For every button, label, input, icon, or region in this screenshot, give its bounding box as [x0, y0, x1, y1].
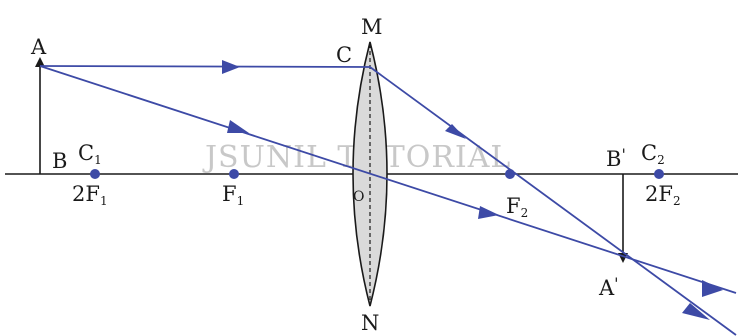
ray-parallel-arrow-1: [222, 60, 240, 74]
label-2f1: 2F1: [72, 182, 108, 208]
f2-point: [505, 169, 515, 179]
f1-point: [229, 169, 239, 179]
c2-point: [654, 169, 664, 179]
label-b: B: [52, 149, 67, 173]
ray-through-center: [39, 65, 737, 294]
label-f2: F2: [506, 194, 528, 220]
label-b-prime: B': [606, 145, 626, 171]
label-o: O: [353, 189, 364, 205]
ray-parallel: [39, 65, 737, 336]
label-m: M: [361, 15, 383, 39]
label-a-prime: A': [598, 274, 619, 300]
label-c: C: [336, 43, 352, 67]
ray-parallel-arrow-2: [445, 124, 466, 139]
c1-point: [90, 169, 100, 179]
label-c2: C2: [641, 141, 665, 167]
label-f1: F1: [222, 182, 244, 208]
label-n: N: [361, 311, 379, 335]
ray-parallel-arrow-3: [682, 303, 710, 320]
ray-center-arrow-3: [702, 280, 723, 297]
label-2f2: 2F2: [645, 182, 681, 208]
label-a: A: [30, 35, 47, 59]
ray-center-arrow-1: [227, 120, 249, 133]
label-c1: C1: [78, 141, 102, 167]
ray-center-arrow-2: [478, 206, 499, 219]
